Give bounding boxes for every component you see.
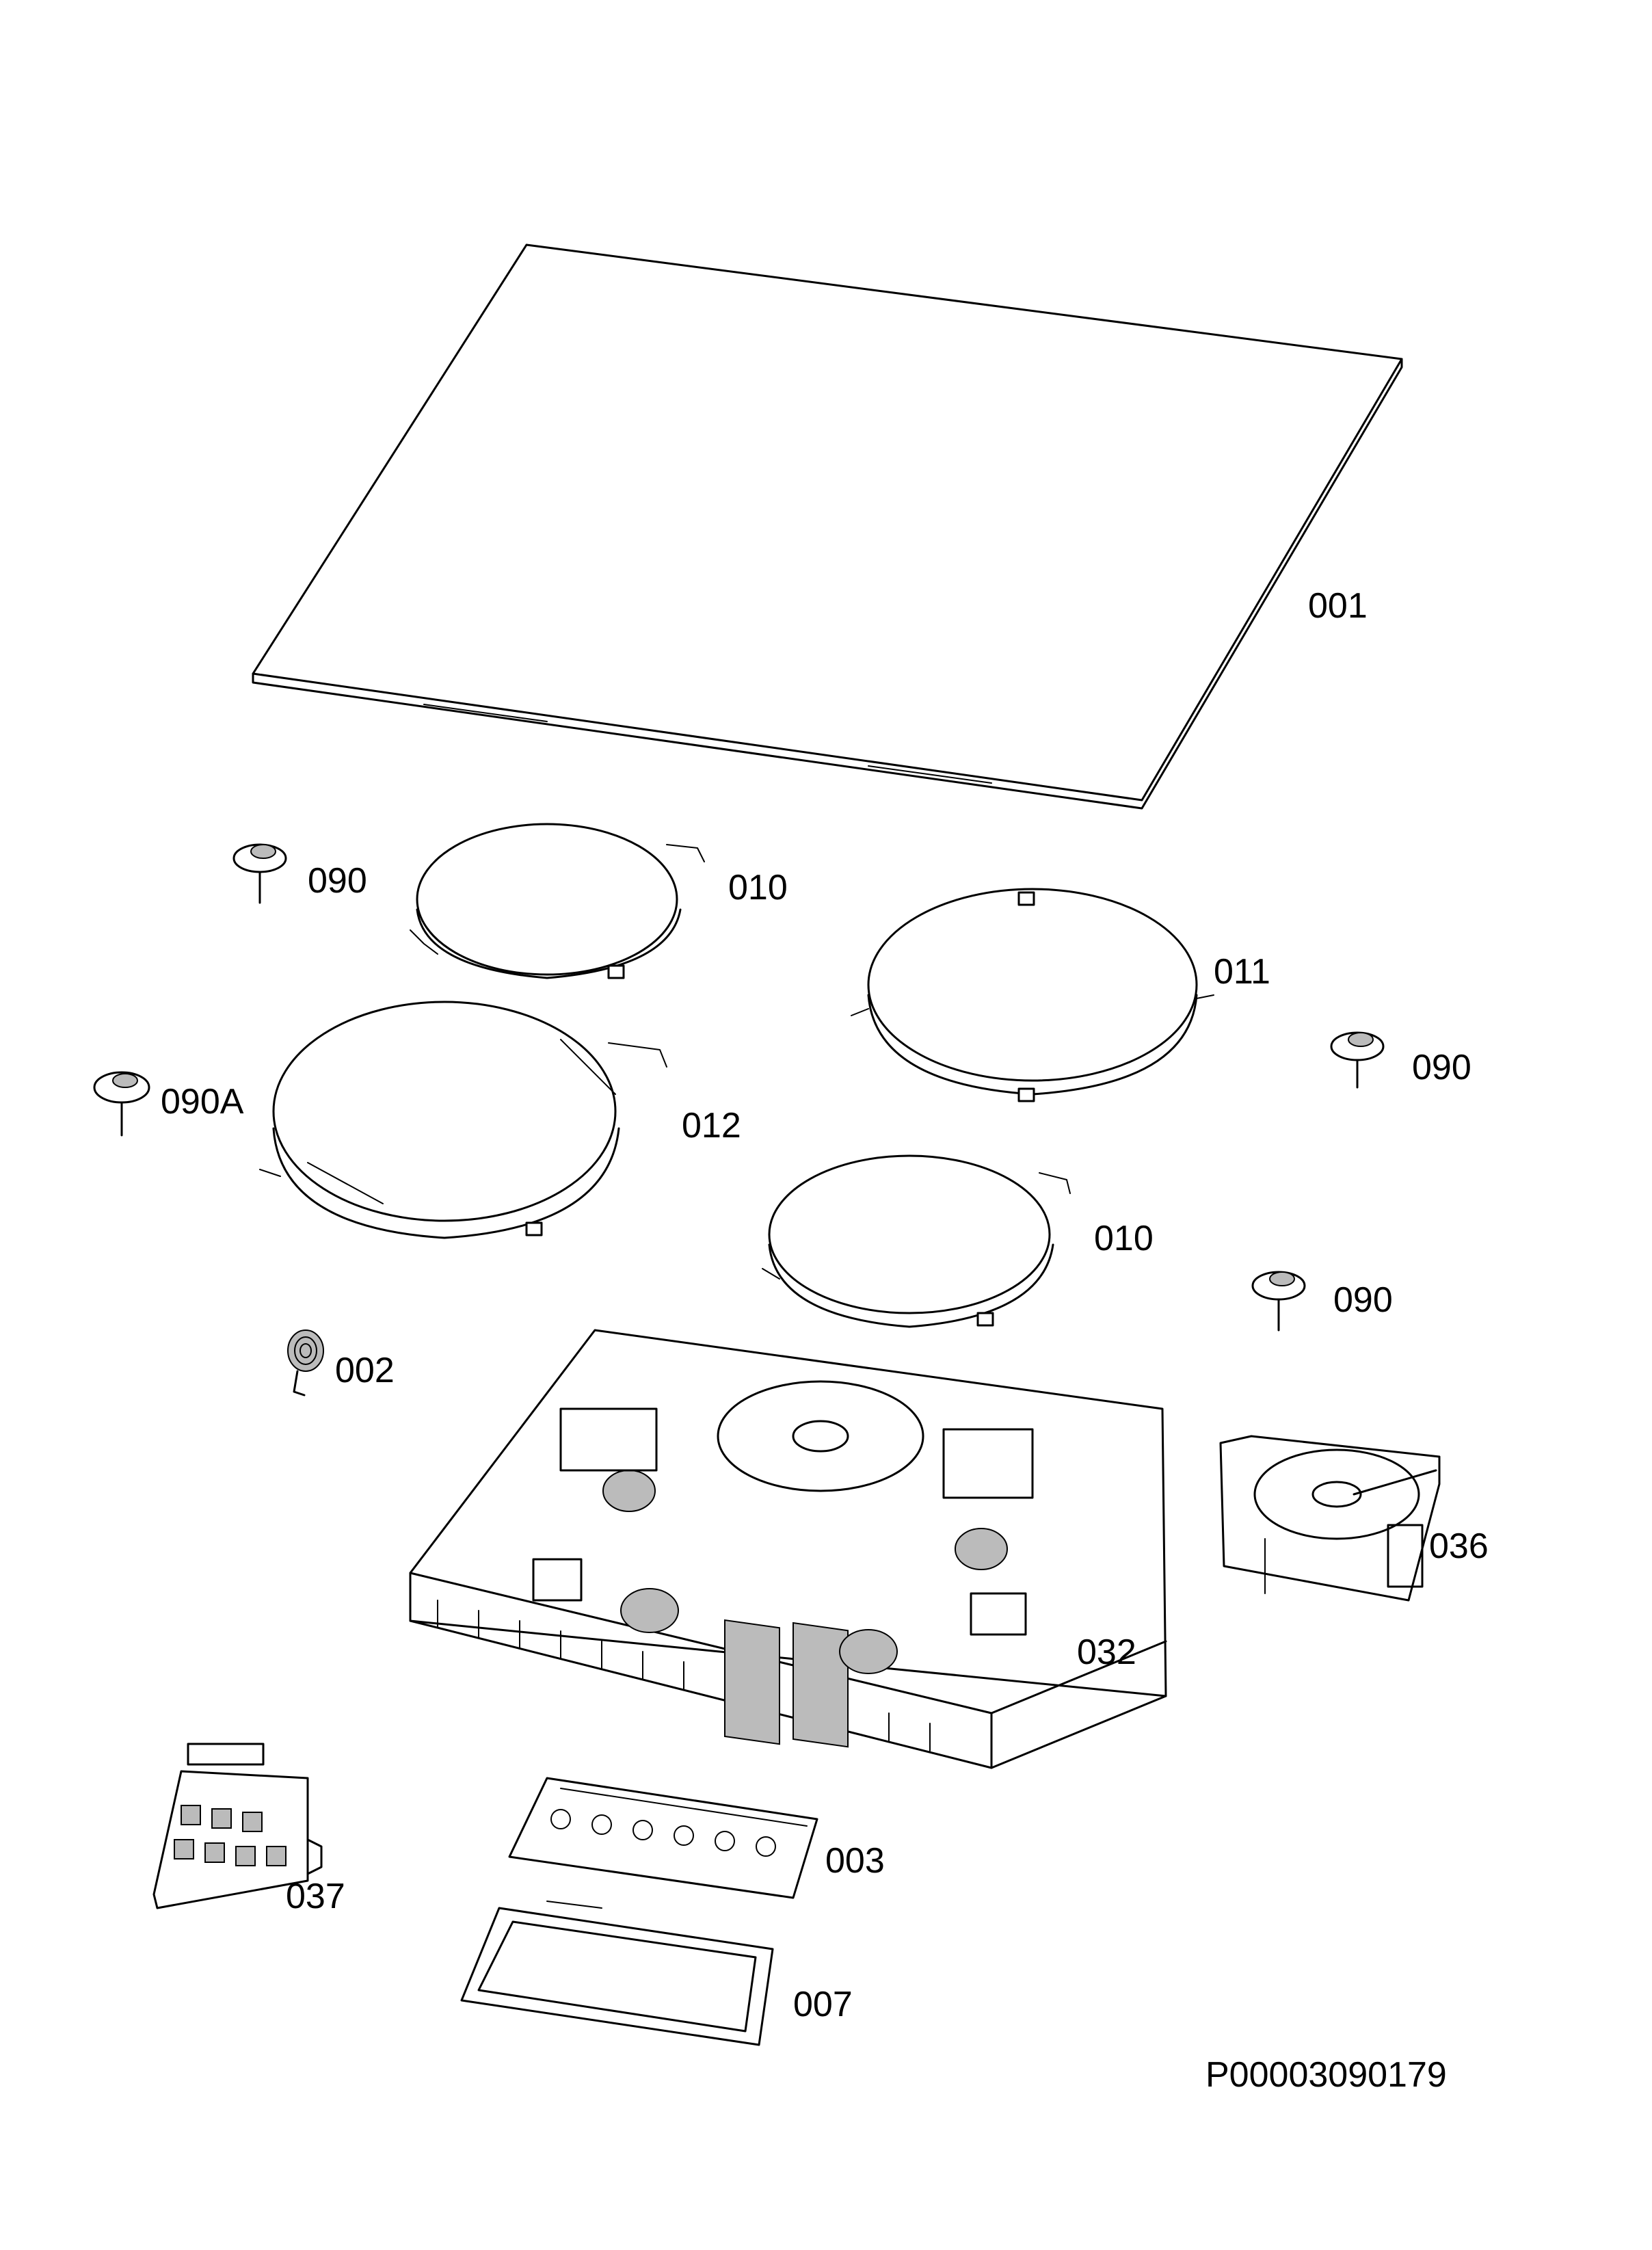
- temperature-sensor-090a[interactable]: [93, 1071, 150, 1137]
- glass-top-plate[interactable]: [252, 243, 1403, 810]
- temperature-sensor-090-top-left[interactable]: [232, 843, 287, 904]
- label-010-bottom: 010: [1094, 1219, 1154, 1258]
- label-090-top-left: 090: [308, 861, 367, 901]
- housing-032[interactable]: [409, 1329, 1167, 1769]
- cooling-fan-036[interactable]: [1219, 1435, 1441, 1602]
- label-090-right: 090: [1412, 1048, 1471, 1087]
- label-037: 037: [286, 1877, 345, 1916]
- label-032: 032: [1077, 1632, 1136, 1672]
- temperature-sensor-090-right[interactable]: [1330, 1031, 1385, 1089]
- induction-coil-011[interactable]: [851, 888, 1214, 1102]
- label-036: 036: [1429, 1526, 1489, 1566]
- terminal-block-037[interactable]: [152, 1743, 323, 1909]
- frame-007[interactable]: [460, 1901, 774, 2046]
- label-090-bottom-right: 090: [1333, 1280, 1393, 1320]
- label-003: 003: [825, 1841, 885, 1881]
- induction-coil-012[interactable]: [259, 1001, 667, 1239]
- diagram-id: P00003090179: [1205, 2055, 1447, 2095]
- label-001: 001: [1308, 586, 1368, 626]
- induction-coil-010-top[interactable]: [410, 823, 705, 979]
- coil-002[interactable]: [287, 1329, 324, 1397]
- label-090a: 090A: [161, 1082, 244, 1122]
- label-007: 007: [793, 1985, 853, 2024]
- label-011: 011: [1214, 952, 1270, 992]
- induction-coil-010-bottom[interactable]: [762, 1154, 1071, 1328]
- temperature-sensor-090-bottom-right[interactable]: [1251, 1271, 1306, 1332]
- label-012: 012: [682, 1106, 741, 1146]
- label-002: 002: [335, 1351, 395, 1390]
- control-board-003[interactable]: [508, 1777, 818, 1899]
- label-010-top: 010: [728, 868, 788, 908]
